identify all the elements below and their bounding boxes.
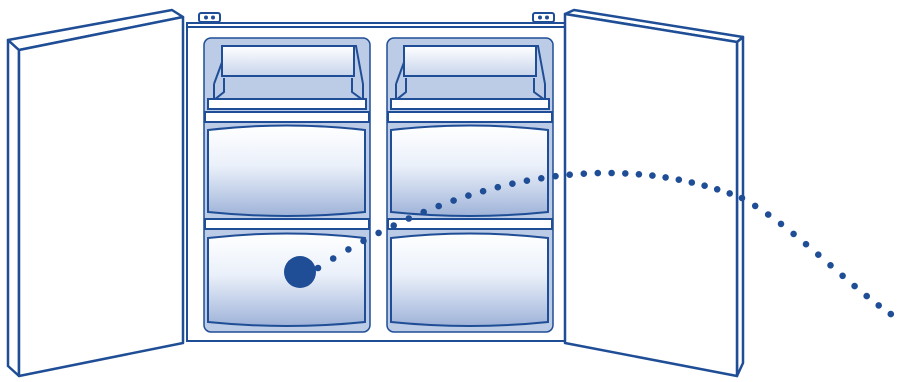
drawer-icon <box>391 126 548 217</box>
hinge-icon <box>199 13 220 22</box>
path-dot <box>622 170 629 177</box>
path-dot <box>636 171 643 178</box>
path-dot <box>778 221 785 228</box>
path-dot <box>662 174 669 181</box>
path-dot <box>863 293 870 300</box>
path-dot <box>726 190 733 197</box>
drawer-icon <box>208 126 365 217</box>
right-door-icon <box>565 10 743 376</box>
path-dot <box>608 170 615 177</box>
path-dot <box>701 182 708 189</box>
path-dot <box>790 231 797 238</box>
path-dot <box>406 215 413 222</box>
shelf-rail <box>205 219 369 229</box>
drawer-icon <box>391 234 548 327</box>
path-dot <box>689 179 696 186</box>
start-dot-icon <box>284 256 316 288</box>
path-dot <box>524 177 531 184</box>
path-dot <box>581 170 588 177</box>
path-dot <box>827 262 834 269</box>
path-dot <box>420 209 427 216</box>
left-compartment <box>204 38 370 332</box>
hinge-icon <box>533 13 554 22</box>
path-dot <box>851 283 858 290</box>
path-dot <box>875 302 882 309</box>
right-compartment <box>387 38 553 332</box>
path-dot <box>752 203 759 210</box>
path-dot <box>538 175 545 182</box>
path-dot <box>495 184 502 191</box>
path-dot <box>839 273 846 280</box>
path-dot <box>480 188 487 195</box>
path-dot <box>765 211 772 218</box>
path-dot <box>435 203 442 210</box>
left-door-icon <box>8 10 183 376</box>
shelf-rail <box>388 112 552 122</box>
path-dot <box>345 246 352 253</box>
path-dot <box>360 238 367 245</box>
path-dot <box>803 241 810 248</box>
path-dot <box>330 255 337 262</box>
path-dot <box>465 192 472 199</box>
shelf-rail <box>388 219 552 229</box>
path-dot <box>552 173 559 180</box>
path-dot <box>815 251 822 258</box>
path-dot <box>739 195 746 202</box>
path-dot <box>649 172 656 179</box>
path-dot <box>450 197 457 204</box>
path-dot <box>714 186 721 193</box>
path-dot <box>390 222 397 229</box>
path-dot <box>375 230 382 237</box>
cabinet-body <box>187 13 565 341</box>
path-dot <box>676 176 683 183</box>
path-dot <box>509 180 516 187</box>
shelf-rail <box>205 112 369 122</box>
path-dot <box>888 311 895 318</box>
path-dot <box>595 170 602 177</box>
path-dot <box>566 171 573 178</box>
